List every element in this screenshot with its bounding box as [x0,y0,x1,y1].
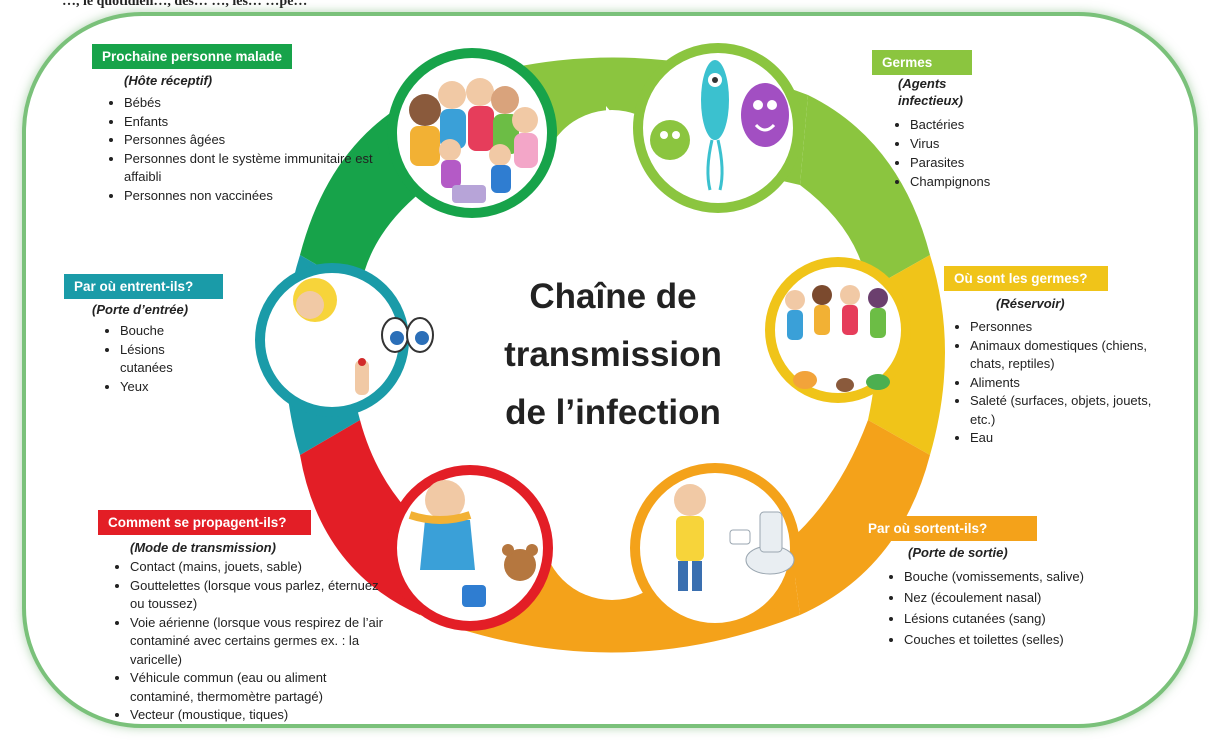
list-item: Bactéries [910,115,1110,134]
list-item: Véhicule commun (eau ou aliment contamin… [130,669,390,706]
germs-list: Bactéries Virus Parasites Champignons [896,115,1110,191]
circle-exit [630,463,800,633]
circle-transmission [387,465,553,631]
sick-boy-toilet-illustration [674,484,795,591]
transmission-title: Comment se propagent-ils? [98,510,311,535]
list-item: Lésions cutanées (sang) [904,608,1174,629]
circle-germs [633,43,803,213]
center-title-line-3: de l’infection [505,393,721,432]
list-item: Bouche [120,322,200,341]
list-item: Yeux [120,378,200,397]
exit-subtitle: (Porte de sortie) [908,545,1008,560]
list-item: Gouttelettes (lorsque vous parlez, étern… [130,577,390,614]
reservoir-title: Où sont les germes? [944,266,1108,291]
germs-subtitle-2: infectieux) [898,93,964,108]
reservoir-list: Personnes Animaux domestiques (chiens, c… [950,318,1160,448]
next-person-subtitle: (Hôte réceptif) [124,73,213,88]
arrow-top-icon [592,106,622,144]
list-item: Enfants [124,113,374,132]
list-item: Animaux domestiques (chiens, chats, rept… [970,337,1160,374]
germs-subtitle-1: (Agents [898,76,947,91]
list-item: Nez (écoulement nasal) [904,587,1174,608]
list-item: Champignons [910,172,1110,191]
transmission-list: Contact (mains, jouets, sable) Gouttelet… [110,558,390,725]
list-item: Personnes non vaccinées [124,187,374,206]
list-item: Personnes dont le système immunitaire es… [124,150,374,187]
circle-next-person [387,48,557,218]
list-item: Contact (mains, jouets, sable) [130,558,390,577]
exit-title: Par où sortent-ils? [858,516,1038,541]
transmission-subtitle: (Mode de transmission) [130,540,276,555]
list-item: Personnes [970,318,1160,337]
entry-subtitle: (Porte d’entrée) [92,302,189,317]
list-item: Voie aérienne (lorsque vous respirez de … [130,614,390,670]
entry-title: Par où entrent-ils? [64,274,224,299]
list-item: Bébés [124,94,374,113]
list-item: Eau [970,429,1160,448]
arrow-bottom-left-icon [408,425,434,449]
next-person-title: Prochaine personne malade [92,44,293,69]
list-item: Virus [910,134,1110,153]
circle-entry [255,263,434,417]
arrow-top-right-icon [770,222,796,246]
circle-reservoir [765,257,911,403]
next-person-list: Bébés Enfants Personnes âgées Personnes … [104,94,374,205]
exit-list: Bouche (vomissements, salive) Nez (écoul… [884,566,1174,650]
list-item: Bouche (vomissements, salive) [904,566,1174,587]
cycle-arrows [408,106,796,559]
reservoir-subtitle: (Réservoir) [996,296,1065,311]
arrow-right-icon [770,429,796,453]
center-title-line-2: transmission [504,335,722,374]
petal-top-right [800,95,930,290]
list-item: Personnes âgées [124,131,374,150]
list-item: Saleté (surfaces, objets, jouets, etc.) [970,392,1160,429]
people-group-illustration [409,78,538,203]
center-title: Chaîne de transmission de l’infection [468,268,758,442]
entry-list: Bouche Lésions cutanées Yeux [100,322,200,396]
germs-illustration [650,60,789,191]
children-pets-illustration [785,285,890,392]
list-item: Vecteur (moustique, tiques) [130,706,390,725]
list-item: Parasites [910,153,1110,172]
arrow-bottom-icon [594,521,624,559]
child-eyes-finger-illustration [293,278,434,395]
germs-title: Germes [872,50,973,75]
arrow-left-icon [408,223,434,247]
sneezing-child-illustration [408,480,538,607]
cropped-top-text: …, le quotidien…, des… …, les… …pe… [62,0,308,9]
list-item: Aliments [970,374,1160,393]
center-title-line-1: Chaîne de [529,277,697,316]
list-item: Couches et toilettes (selles) [904,629,1174,650]
list-item: Lésions cutanées [120,341,200,378]
